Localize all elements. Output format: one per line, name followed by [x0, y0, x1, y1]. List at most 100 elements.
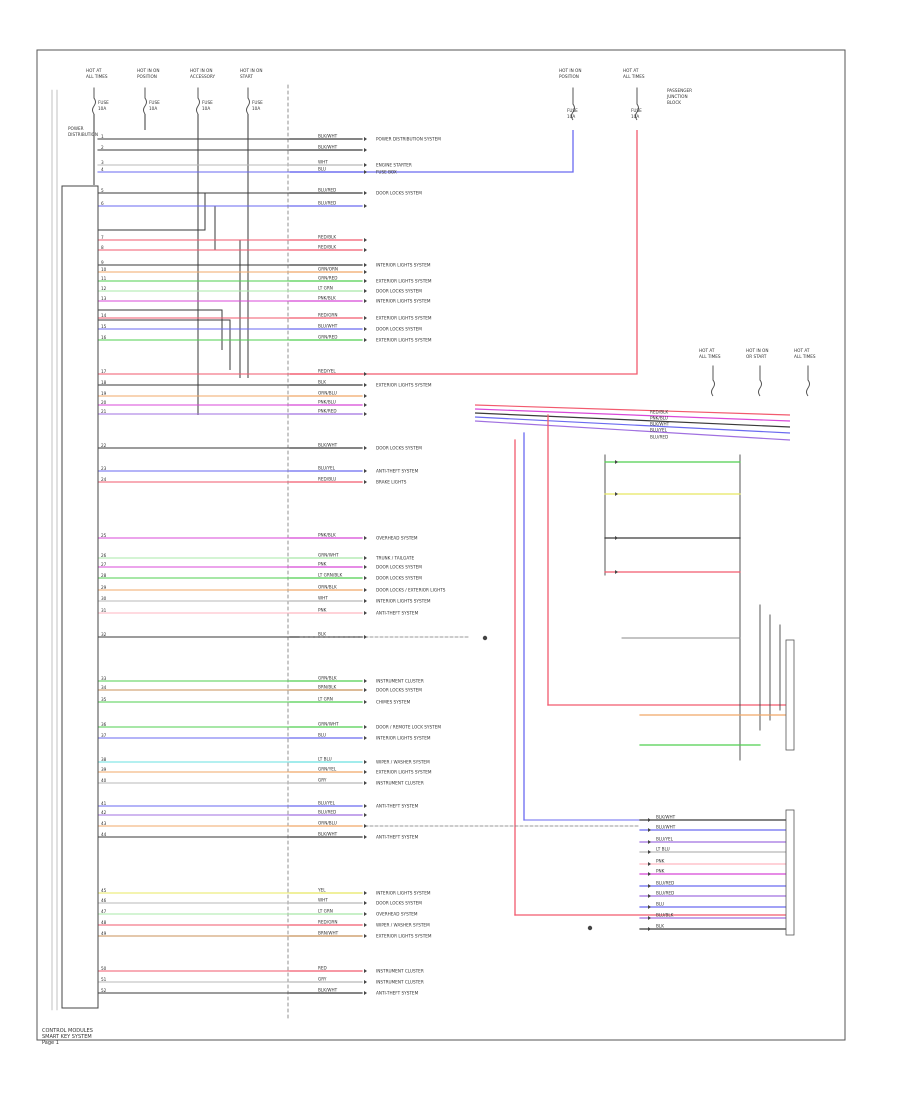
connector-arrow [648, 927, 651, 931]
wire-color-code: BLU [656, 902, 664, 907]
connector-arrow [648, 828, 651, 832]
wire-color-code: ORN/BLK [318, 585, 337, 590]
wire-color-code: BLK/WHT [318, 145, 338, 150]
wire-color-code: LT BLU [656, 847, 670, 852]
pin-number: 41 [101, 801, 107, 806]
destination-system: DOOR LOCKS SYSTEM [376, 688, 422, 693]
connector-arrow [364, 781, 367, 785]
destination-system: CHIMES SYSTEM [376, 700, 411, 705]
wire-color-code: BLU/YEL [650, 428, 668, 433]
destination-system: EXTERIOR LIGHTS SYSTEM [376, 383, 432, 388]
fuse-box-label: HOT IN ON [746, 348, 768, 353]
smart-key-module-box [61, 185, 99, 1009]
fuse-rating-label: FUSE [149, 100, 160, 105]
connector-arrow [364, 338, 367, 342]
pin-number: 3 [101, 160, 104, 165]
starter-signal-wire [290, 130, 574, 173]
pin-number: 6 [101, 201, 104, 206]
fuse-box-label: POSITION [559, 74, 579, 79]
wire-color-code: ORN/BLU [318, 391, 337, 396]
destination-system: INSTRUMENT CLUSTER [376, 679, 424, 684]
connector-arrow [364, 891, 367, 895]
harness-wire [98, 319, 231, 370]
connector-arrow [364, 556, 367, 560]
wire-color-code: WHT [318, 898, 328, 903]
wire-color-code: BLK/WHT [318, 988, 338, 993]
pin-number: 21 [101, 409, 107, 414]
pin-number: 4 [101, 167, 104, 172]
fuse-rating-label: 10A [631, 114, 639, 119]
pin-number: 16 [101, 335, 107, 340]
destination-system: EXTERIOR LIGHTS SYSTEM [376, 279, 432, 284]
fuse-box-label: HOT IN ON [190, 68, 212, 73]
wire-color-code: GRN/RED [318, 335, 337, 340]
pin-number: 52 [101, 988, 107, 993]
pin-number: 10 [101, 267, 107, 272]
connector-arrow [364, 170, 367, 174]
wire-color-code: BLU/RED [656, 891, 674, 896]
fuse-rating-label: FUSE [631, 108, 642, 113]
destination-system: DOOR / REMOTE LOCK SYSTEM [376, 725, 441, 730]
pin-number: 27 [101, 562, 107, 567]
right-harness-wire [474, 408, 791, 422]
pin-number: 50 [101, 966, 107, 971]
fuse-icon [635, 103, 639, 121]
connector-arrow [615, 492, 618, 496]
connector-arrow [364, 923, 367, 927]
pin-number: 11 [101, 276, 107, 281]
connector-arrow [364, 588, 367, 592]
destination-system: ANTI-THEFT SYSTEM [376, 804, 419, 809]
fuse-box-label: POSITION [137, 74, 157, 79]
connector-arrow [364, 469, 367, 473]
pin-number: 45 [101, 888, 107, 893]
wire-color-code: BLK/WHT [656, 815, 676, 820]
fuse-icon [711, 379, 715, 397]
connector-arrow [364, 446, 367, 450]
harness-wire [98, 205, 216, 251]
connector-arrow [364, 480, 367, 484]
wire-color-code: BLU [318, 167, 326, 172]
destination-system: ANTI-THEFT SYSTEM [376, 611, 419, 616]
diagram-frame [36, 49, 846, 1041]
destination-system: INTERIOR LIGHTS SYSTEM [376, 263, 431, 268]
wire-color-code: RED/BLK [650, 410, 668, 415]
destination-system: ANTI-THEFT SYSTEM [376, 991, 419, 996]
wire-color-code: BRN/WHT [318, 931, 339, 936]
module-title-line: CONTROL MODULES [42, 1028, 93, 1034]
wire-color-code: BLK/WHT [318, 832, 338, 837]
destination-system: DOOR LOCKS / EXTERIOR LIGHTS [376, 588, 446, 593]
connector-arrow [364, 191, 367, 195]
destination-system: INSTRUMENT CLUSTER [376, 969, 424, 974]
connector-arrow [364, 700, 367, 704]
connector-arrow [364, 611, 367, 615]
connector-arrow [364, 804, 367, 808]
connector-arrow [648, 840, 651, 844]
pin-number: 30 [101, 596, 107, 601]
pin-number: 36 [101, 722, 107, 727]
pin-number: 38 [101, 757, 107, 762]
pin-number: 18 [101, 380, 107, 385]
pin-number: 23 [101, 466, 107, 471]
connector-arrow [364, 327, 367, 331]
destination-system: INTERIOR LIGHTS SYSTEM [376, 891, 431, 896]
connector-arrow [364, 565, 367, 569]
pin-number: 1 [101, 134, 104, 139]
wire-color-code: RED/GRN [318, 313, 337, 318]
wire-color-code: GRN/ORN [318, 267, 338, 272]
wire-color-code: BLU/RED [656, 881, 674, 886]
wire-color-code: BLK [318, 632, 326, 637]
connector-arrow [364, 599, 367, 603]
wire-color-code: PNK/BLK [318, 296, 336, 301]
right-harness-wire [474, 412, 791, 428]
wire-color-code: YEL [317, 888, 326, 893]
fuse-box-label: ALL TIMES [794, 354, 816, 359]
fuse-box-label: ALL TIMES [699, 354, 721, 359]
connector-arrow [615, 570, 618, 574]
power-feed-wire [290, 130, 638, 375]
pin-number: 32 [101, 632, 107, 637]
connector-arrow [364, 412, 367, 416]
fuse-icon [196, 97, 200, 115]
fuse-rating-label: 10A [252, 106, 260, 111]
wire-color-code: LT GRN [318, 286, 333, 291]
